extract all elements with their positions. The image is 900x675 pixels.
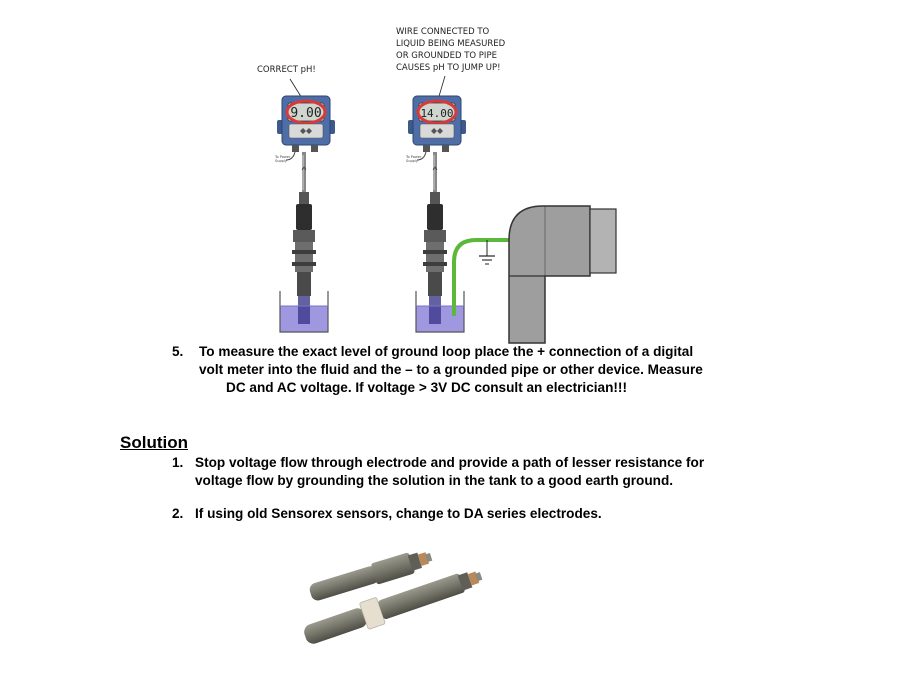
right-ph-meter xyxy=(408,95,466,161)
lower-electrode xyxy=(304,571,483,644)
ground-warning-callout: WIRE CONNECTED TO LIQUID BEING MEASURED … xyxy=(396,27,506,73)
ground-wire xyxy=(452,238,538,316)
right-power-label: To Power xyxy=(405,155,422,159)
correct-ph-callout: CORRECT pH! xyxy=(257,65,316,75)
earth-ground-icon xyxy=(479,240,495,265)
left-power-label: To Power xyxy=(274,155,291,159)
upper-electrode xyxy=(309,552,433,601)
left-beaker xyxy=(279,291,329,333)
step-5-text: 5.To measure the exact level of ground l… xyxy=(172,344,703,395)
right-power-label-2: Supply xyxy=(406,159,418,163)
left-electrode xyxy=(292,152,316,296)
grounded-pipe xyxy=(508,205,617,344)
solution-item-1: 1.Stop voltage flow through electrode an… xyxy=(172,455,705,488)
step-5-number: 5. xyxy=(172,344,184,359)
right-electrode xyxy=(423,152,447,296)
ground-loop-diagram: 9.00 To Power Supply 14.00 To Power Supp… xyxy=(274,75,617,344)
solution-heading: Solution xyxy=(120,433,188,452)
left-lcd-reading: 9.00 xyxy=(290,106,321,121)
right-beaker xyxy=(415,291,465,333)
da-series-electrodes-image xyxy=(304,552,483,644)
solution-item-2: 2.If using old Sensorex sensors, change … xyxy=(172,506,602,521)
left-ph-meter xyxy=(277,95,335,161)
left-power-label-2: Supply xyxy=(275,159,287,163)
right-lcd-reading: 14.00 xyxy=(420,107,453,120)
